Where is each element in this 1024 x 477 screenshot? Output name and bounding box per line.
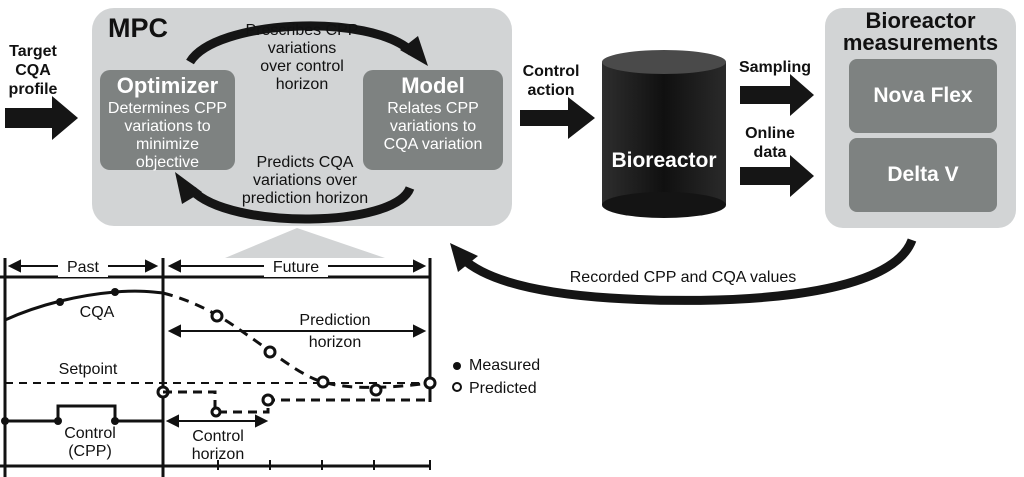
online-data-arrow xyxy=(740,155,814,197)
optimizer-text-line1: Determines CPP xyxy=(107,100,228,117)
control-action-line1: Control xyxy=(522,63,580,80)
online-data-line1: Online xyxy=(745,125,795,142)
model-text-line3: CQA variation xyxy=(383,136,483,153)
model-text: Relates CPP variations to CQA variation xyxy=(363,100,503,154)
legend-predicted: Predicted xyxy=(469,380,537,397)
prescribes-line3: over control xyxy=(260,58,344,75)
prescribes-line4: horizon xyxy=(275,76,329,93)
prediction-horizon-line2: horizon xyxy=(308,334,362,351)
optimizer-box: Optimizer Determines CPP variations to m… xyxy=(100,70,235,172)
chart-pointer-triangle xyxy=(225,228,385,258)
predicts-text: Predicts CQA variations over prediction … xyxy=(225,154,385,208)
model-title: Model xyxy=(401,73,465,98)
prescribes-curve-arrow xyxy=(186,21,416,65)
prescribes-line1: Prescribes CPP xyxy=(245,22,359,39)
control-horizon-label: Control horizon xyxy=(178,428,258,464)
model-box: Model Relates CPP variations to CQA vari… xyxy=(363,70,503,170)
optimizer-text-line2: variations to xyxy=(124,118,211,135)
control-horizon-line1: Control xyxy=(192,428,244,445)
sampling-label: Sampling xyxy=(738,59,811,76)
past-label: Past xyxy=(58,259,108,277)
legend-measured: Measured xyxy=(469,357,541,374)
predicts-curve-arrow xyxy=(188,185,415,224)
nova-flex-box: Nova Flex xyxy=(849,59,997,133)
optimizer-text-line3: minimize xyxy=(135,136,200,153)
measurements-title-line1: Bioreactor xyxy=(865,8,976,33)
measurements-title-line2: measurements xyxy=(842,30,999,55)
cqa-label: CQA xyxy=(79,304,115,321)
optimizer-text: Determines CPP variations to minimize ob… xyxy=(100,100,235,172)
setpoint-label: Setpoint xyxy=(58,361,118,378)
sampling-arrow xyxy=(740,74,814,116)
control-horizon-line2: horizon xyxy=(191,446,245,463)
control-cpp-line2: (CPP) xyxy=(68,443,112,460)
bioreactor-label: Bioreactor xyxy=(611,149,717,172)
prediction-horizon-line1: Prediction xyxy=(299,312,371,330)
target-line1: Target xyxy=(9,43,57,60)
control-cpp-label: Control (CPP) xyxy=(55,425,125,461)
measurements-title: Bioreactor measurements xyxy=(825,10,1016,54)
delta-v-box: Delta V xyxy=(849,138,997,212)
predicts-line1: Predicts CQA xyxy=(256,154,354,171)
prescribes-text: Prescribes CPP variations over control h… xyxy=(232,22,372,94)
optimizer-title: Optimizer xyxy=(116,73,219,98)
predicts-line2: variations over xyxy=(252,172,358,189)
target-line2: CQA xyxy=(15,62,51,79)
control-cpp-line1: Control xyxy=(64,425,116,442)
target-arrow xyxy=(5,96,78,140)
prediction-horizon-label: Prediction horizon xyxy=(285,312,385,352)
target-line3: profile xyxy=(8,81,58,98)
online-data-label: Online data xyxy=(730,124,810,162)
control-action-arrow xyxy=(520,97,595,139)
mpc-title: MPC xyxy=(108,13,168,43)
online-data-line2: data xyxy=(753,144,787,161)
optimizer-text-line4: objective xyxy=(135,154,200,171)
predicts-line3: prediction horizon xyxy=(241,190,369,207)
control-action-line2: action xyxy=(527,82,575,99)
target-cqa-label: Target CQA profile xyxy=(0,42,66,99)
prescribes-line2: variations xyxy=(267,40,337,57)
future-label: Future xyxy=(264,259,328,277)
control-action-label: Control action xyxy=(516,62,586,100)
model-text-line1: Relates CPP xyxy=(387,100,479,117)
recorded-label: Recorded CPP and CQA values xyxy=(569,269,797,286)
model-text-line2: variations to xyxy=(389,118,477,135)
